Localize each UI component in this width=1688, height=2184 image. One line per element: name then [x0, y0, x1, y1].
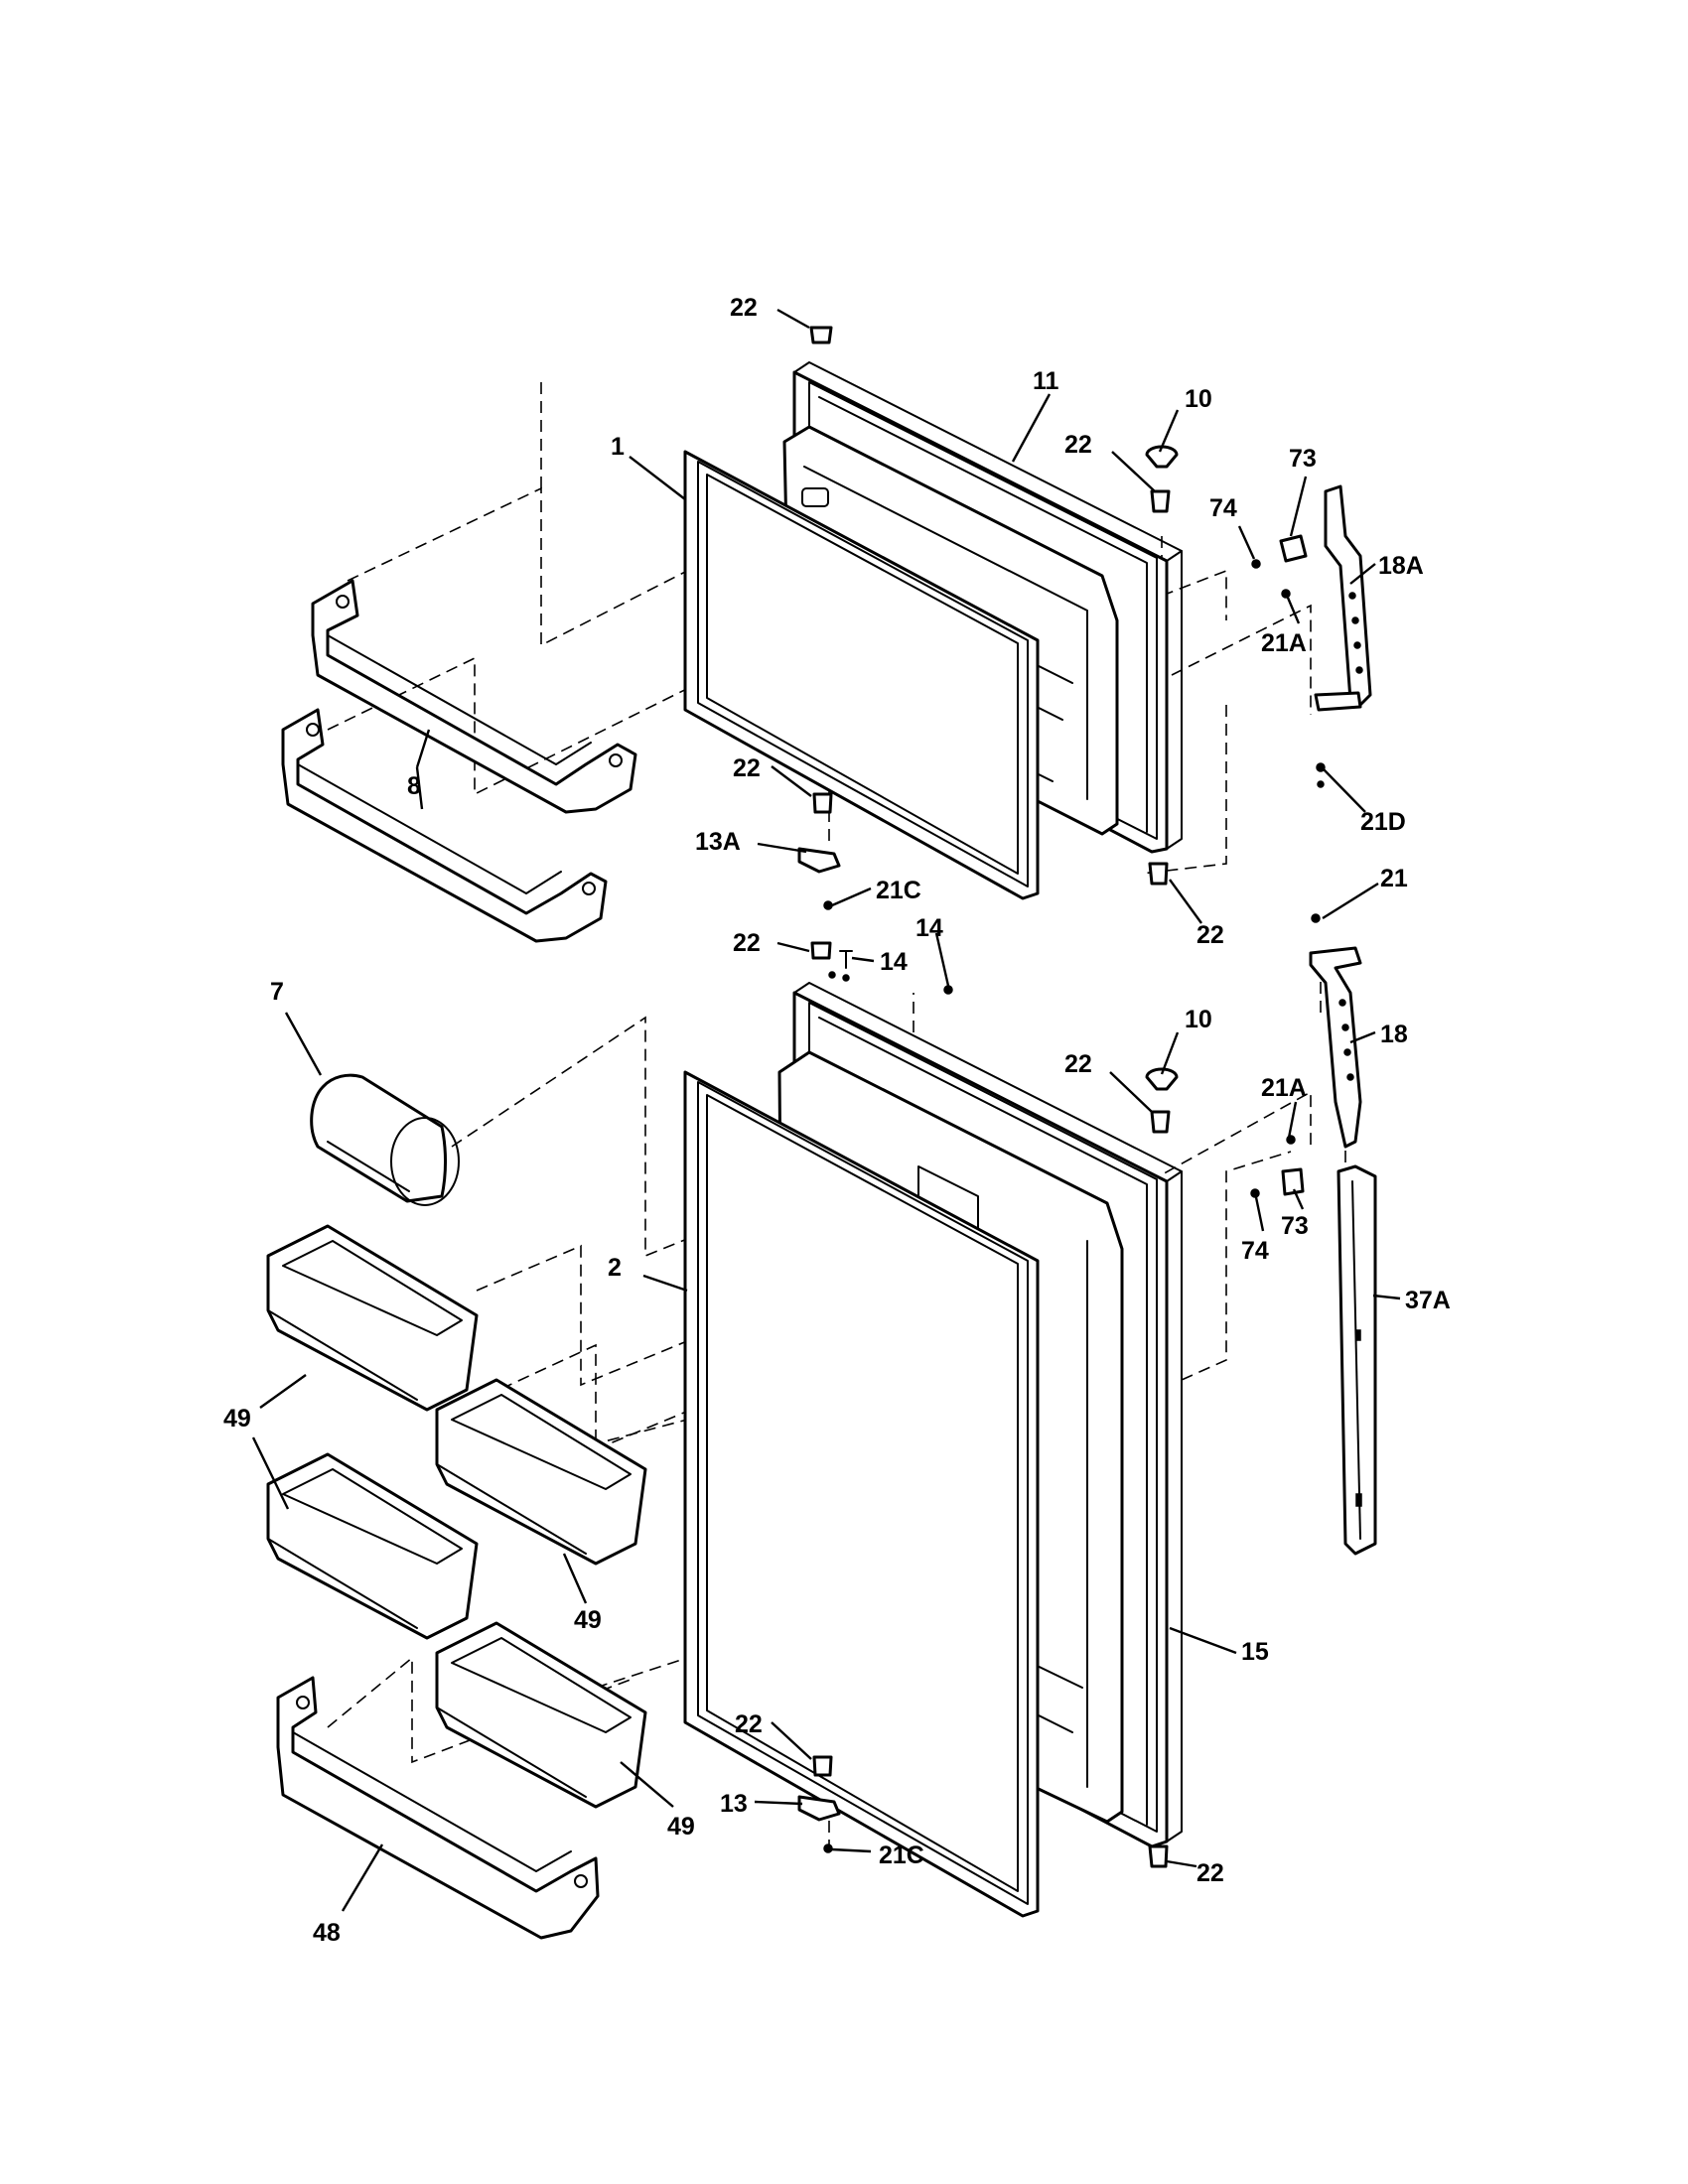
callout-13: 13 [720, 1790, 748, 1818]
callout-14: 14 [880, 948, 908, 976]
callout-21C: 21C [876, 877, 921, 904]
callout-15: 15 [1241, 1638, 1269, 1666]
callout-13A: 13A [695, 828, 741, 856]
callout-1: 1 [611, 433, 625, 461]
callout-37A: 37A [1405, 1287, 1451, 1314]
callout-73: 73 [1289, 445, 1317, 473]
callout-21: 21 [1380, 865, 1408, 892]
callout-74: 74 [1209, 494, 1237, 522]
freezer-door-gasket [683, 450, 1040, 900]
callout-10: 10 [1185, 385, 1212, 413]
door-bin-lower-left [266, 1452, 479, 1640]
callout-18: 18 [1380, 1021, 1408, 1048]
callout-10: 10 [1185, 1006, 1212, 1033]
callout-8: 8 [407, 772, 421, 800]
callout-22: 22 [735, 1710, 763, 1738]
callout-21A: 21A [1261, 629, 1307, 657]
callout-49: 49 [574, 1606, 602, 1634]
door-bin-middle [435, 1378, 647, 1566]
freezer-door-fasteners [797, 326, 1179, 910]
callout-14: 14 [915, 914, 943, 942]
callout-22: 22 [733, 754, 761, 782]
freezer-hinge-small-parts [1251, 534, 1326, 788]
callout-22: 22 [730, 294, 758, 322]
fresh-food-door-fasteners [797, 941, 1179, 1868]
center-hinge [1309, 946, 1362, 1149]
callout-22: 22 [1064, 1050, 1092, 1078]
callout-22: 22 [1064, 431, 1092, 459]
callout-7: 7 [270, 978, 284, 1006]
callout-73: 73 [1281, 1212, 1309, 1240]
freezer-hinge-upper [1314, 484, 1372, 712]
callout-49: 49 [223, 1405, 251, 1433]
callout-49: 49 [667, 1813, 695, 1841]
callout-21A: 21A [1261, 1074, 1307, 1102]
callout-22: 22 [733, 929, 761, 957]
callout-11: 11 [1033, 367, 1059, 395]
freezer-door-shelf-lower [281, 708, 608, 943]
dairy-compartment [310, 1073, 460, 1206]
center-hinge-small-parts [1250, 913, 1321, 1198]
callout-labels: 22 11 10 22 1 73 74 18A 21A 8 22 13A 21C… [223, 294, 1451, 1947]
door-handle-channel [1336, 1164, 1377, 1556]
door-bin-upper-left [266, 1224, 479, 1412]
callout-2: 2 [608, 1254, 622, 1282]
callout-48: 48 [313, 1919, 341, 1947]
callout-21C: 21C [879, 1842, 924, 1869]
door-shelf-bottom [276, 1676, 600, 1940]
fresh-food-door-gasket [683, 1070, 1040, 1918]
callout-21D: 21D [1360, 808, 1406, 836]
callout-74: 74 [1241, 1237, 1269, 1265]
leader-lines [251, 308, 1401, 1912]
callout-22: 22 [1196, 921, 1224, 949]
callout-18A: 18A [1378, 552, 1424, 580]
callout-22: 22 [1196, 1859, 1224, 1887]
freezer-door-shelf-upper [311, 579, 637, 814]
door-bin-lower-right [435, 1621, 647, 1809]
